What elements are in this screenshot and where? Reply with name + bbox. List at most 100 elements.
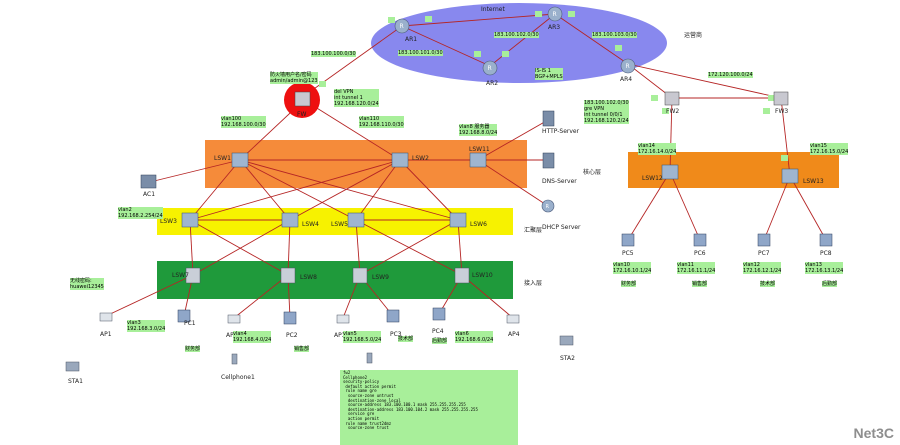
aggregation-label: 汇聚层	[524, 227, 543, 234]
core-label: 核心层	[583, 169, 602, 176]
fw-label: FW	[297, 111, 307, 118]
pc4-label: PC4	[432, 328, 444, 335]
router-ar1[interactable]: R	[394, 18, 410, 34]
lsw3-label: LSW3	[160, 218, 177, 225]
svg-text:R: R	[400, 23, 404, 30]
ar1-label: AR1	[405, 36, 418, 43]
pc5[interactable]	[621, 233, 635, 247]
sta1[interactable]	[65, 361, 80, 372]
links	[105, 13, 827, 319]
dept-fin-left: 财务部	[185, 346, 201, 352]
http-label: HTTP-Server	[542, 128, 580, 135]
lsw5-label: LSW5	[331, 221, 348, 228]
brand-watermark: Net3C	[853, 425, 894, 441]
fw3-label: FW3	[775, 108, 789, 115]
ar3-label: AR3	[548, 24, 561, 31]
lsw11-label: LSW11	[469, 146, 490, 153]
ar2-label: AR2	[486, 80, 499, 87]
ap3[interactable]	[336, 314, 350, 324]
ap4-label: AP4	[508, 331, 520, 338]
vlan14-label: vlan14 172.16.14.0/24	[638, 143, 677, 155]
pc6[interactable]	[693, 233, 707, 247]
ap4[interactable]	[506, 314, 520, 324]
pc8[interactable]	[819, 233, 833, 247]
firewalls	[294, 91, 789, 107]
server-dns[interactable]	[542, 152, 555, 169]
sta1-label: STA1	[68, 378, 83, 385]
routers: R R R R R	[394, 6, 636, 213]
server-http[interactable]	[542, 110, 555, 127]
net-ar3-ar4: 183.100.103.0/30	[592, 32, 637, 38]
cellphone2[interactable]	[366, 352, 373, 364]
pc1[interactable]	[177, 309, 191, 323]
pc4[interactable]	[432, 307, 446, 321]
dns-label: DNS-Server	[542, 178, 577, 185]
ap1-label: AP1	[100, 331, 112, 338]
pc1-label: PC1	[184, 320, 196, 327]
switch-lsw2[interactable]	[391, 152, 409, 168]
switch-lsw8[interactable]	[280, 267, 296, 284]
internet-label: Internet	[481, 6, 505, 13]
svg-text:R: R	[626, 63, 630, 70]
lsw13-label: LSW13	[803, 178, 824, 185]
svg-text:R: R	[546, 204, 550, 210]
lsw4-label: LSW4	[302, 221, 319, 228]
ap1[interactable]	[99, 312, 113, 322]
switch-lsw7[interactable]	[185, 267, 201, 284]
lsw2-label: LSW2	[412, 155, 429, 162]
vlan8-label: vlan8 服务器 192.168.8.0/24	[459, 124, 498, 136]
vlan3-label: vlan3 192.168.3.0/24	[127, 320, 166, 332]
lsw7-label: LSW7	[172, 272, 189, 279]
pc2[interactable]	[283, 311, 297, 325]
sta2-label: STA2	[560, 355, 575, 362]
router-dhcp-server[interactable]: R	[541, 199, 555, 213]
access-switches	[185, 267, 470, 284]
pc3[interactable]	[386, 309, 400, 323]
fw-user-label: 防火墙用户名/密码 admin/admin@123	[270, 72, 318, 84]
router-ar4[interactable]: R	[620, 58, 636, 74]
cellphone1[interactable]	[231, 353, 238, 365]
ac1[interactable]	[140, 174, 157, 189]
firewall-fw3[interactable]	[773, 91, 789, 106]
lsw9-label: LSW9	[372, 274, 389, 281]
operator-label: 运营商	[684, 32, 703, 39]
switch-lsw11[interactable]	[469, 152, 487, 168]
firewall-fw[interactable]	[294, 91, 311, 107]
ap2-label: AP2	[226, 332, 238, 339]
switch-lsw6[interactable]	[449, 212, 467, 228]
access-band	[157, 261, 513, 299]
switch-lsw9[interactable]	[352, 267, 368, 284]
ap2[interactable]	[227, 314, 241, 324]
vlan6-label: vlan6 192.168.6.0/24	[455, 331, 494, 343]
sta2[interactable]	[559, 335, 574, 346]
pc3-label: PC3	[390, 331, 402, 338]
vlan12-label: vlan12 172.16.12.1/24	[743, 262, 782, 274]
dept-sales-left: 销售部	[294, 346, 310, 352]
switch-lsw13[interactable]	[781, 168, 799, 184]
switch-lsw12[interactable]	[661, 164, 679, 180]
router-ar2[interactable]: R	[482, 60, 498, 76]
dhcp-label: DHCP Server	[542, 224, 581, 231]
pcs	[177, 233, 833, 325]
switch-lsw4[interactable]	[281, 212, 299, 228]
switches	[181, 152, 799, 228]
fw-vpn-label: del VPN int tunnel 1 192.168.120.0/24	[334, 89, 379, 107]
svg-text:R: R	[553, 11, 557, 18]
svg-text:R: R	[488, 65, 492, 72]
router-ar3[interactable]: R	[547, 6, 563, 22]
switch-lsw3[interactable]	[181, 212, 199, 228]
vlan10-label: vlan10 172.16.10.1/24	[613, 262, 652, 274]
dept-tech-left: 技术部	[398, 336, 414, 342]
switch-lsw10[interactable]	[454, 267, 470, 284]
fw2-fw3-net: 172.120.100.0/24	[708, 72, 753, 78]
switch-lsw5[interactable]	[347, 212, 365, 228]
switch-lsw1[interactable]	[231, 152, 249, 168]
vlan5-label: vlan5 192.168.5.0/24	[343, 331, 382, 343]
pc7[interactable]	[757, 233, 771, 247]
lsw12-label: LSW12	[642, 175, 663, 182]
vlan100-label: vlan100 192.168.100.0/30	[221, 116, 266, 128]
firewall-fw2[interactable]	[664, 91, 680, 106]
vlan110-label: vlan110 192.168.110.0/30	[359, 116, 404, 128]
lsw8-label: LSW8	[300, 274, 317, 281]
net-ar1-fw: 183.100.100.0/30	[311, 51, 356, 57]
